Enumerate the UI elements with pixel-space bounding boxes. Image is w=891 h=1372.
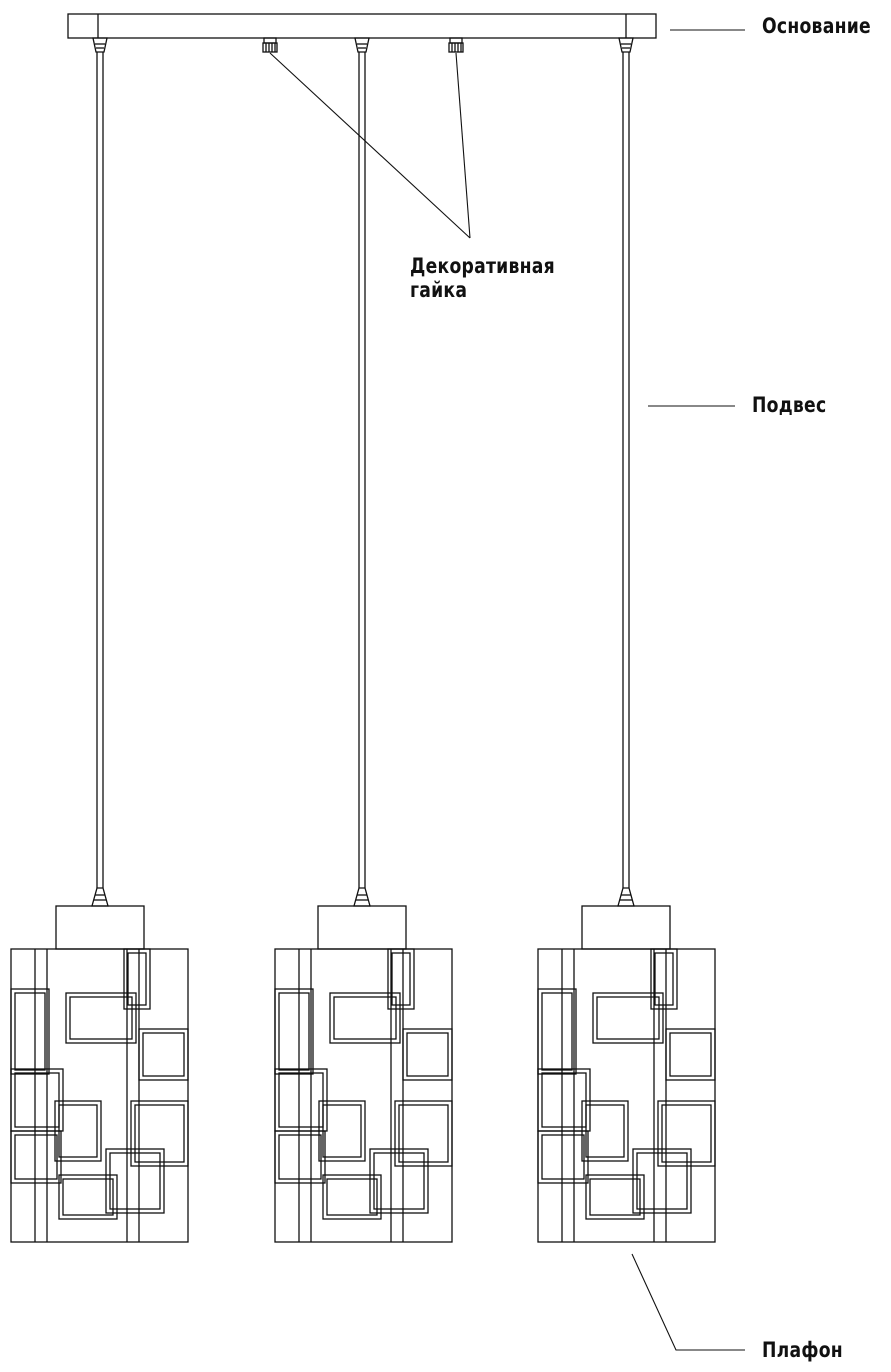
nut-leader-left <box>269 52 471 239</box>
pendant-lamp <box>274 37 453 1243</box>
top-connector <box>618 37 634 53</box>
suspension-rod <box>96 52 104 888</box>
label-nut-line1: Декоративная <box>410 254 555 278</box>
lamp-holder <box>581 905 671 950</box>
lamp-holder <box>317 905 407 950</box>
shade-leader <box>631 1253 745 1351</box>
nut-leader-right <box>455 52 471 239</box>
label-shade: Плафон <box>762 1338 843 1362</box>
bottom-connector <box>617 887 635 907</box>
decorative-nut <box>262 37 278 53</box>
lamp-shade <box>10 948 189 1243</box>
lamp-holder <box>55 905 145 950</box>
pendant-lamp <box>10 37 189 1243</box>
canopy-base <box>67 13 657 39</box>
top-connector <box>92 37 108 53</box>
suspension-rod <box>622 52 630 888</box>
lamp-shade <box>537 948 716 1243</box>
label-base: Основание <box>762 14 871 38</box>
decorative-nut <box>448 37 464 53</box>
suspension-rod <box>358 52 366 888</box>
bottom-connector <box>353 887 371 907</box>
pendant-lamp <box>537 37 716 1243</box>
label-nut-line2: гайка <box>410 278 468 303</box>
label-suspension: Подвес <box>752 393 827 417</box>
leader-lines <box>269 29 745 1351</box>
lamp-shade <box>274 948 453 1243</box>
top-connector <box>354 37 370 53</box>
label-decorative-nut: Декоративная гайка <box>410 254 555 302</box>
bottom-connector <box>91 887 109 907</box>
